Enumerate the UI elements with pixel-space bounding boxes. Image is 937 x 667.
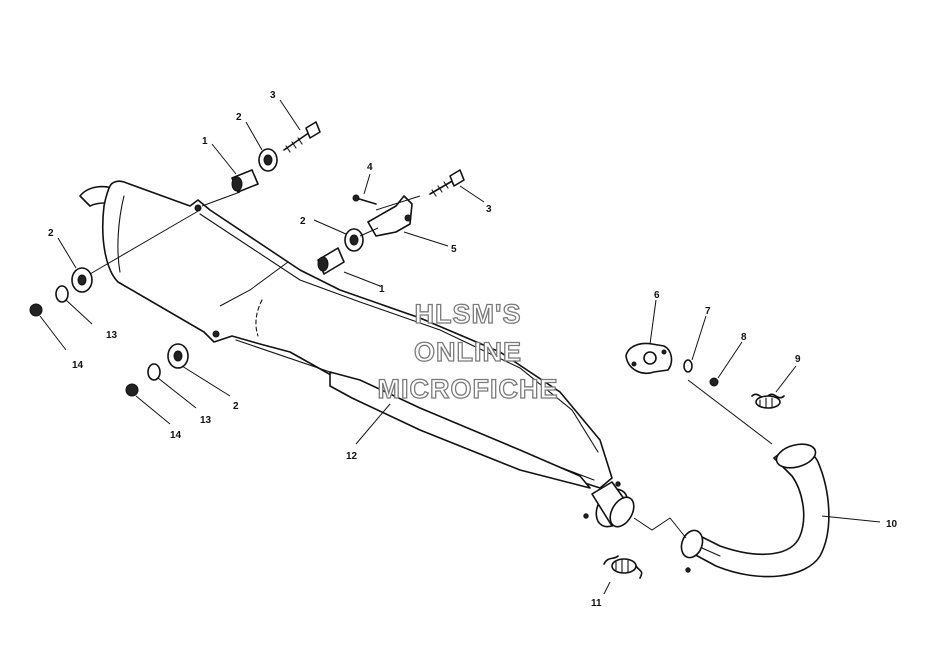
assembly-lines — [89, 191, 773, 539]
washer-7 — [683, 359, 693, 373]
mount-hardware-upper — [231, 121, 321, 193]
leader-lines — [39, 99, 881, 595]
callout-1-upper: 1 — [202, 136, 208, 147]
callout-11: 11 — [591, 598, 602, 609]
callout-13-left: 13 — [106, 330, 118, 341]
watermark-line-2: ONLINE — [414, 337, 522, 367]
callout-3-upper: 3 — [270, 90, 276, 101]
callout-labels: 1 2 3 4 3 2 5 1 2 13 14 2 13 14 12 6 7 8… — [48, 90, 898, 609]
callout-2-upper: 2 — [236, 112, 242, 123]
callout-5: 5 — [451, 244, 457, 255]
exhaust-flange-gasket — [625, 342, 673, 374]
mount-hardware-mid — [317, 169, 465, 275]
callout-2-mid: 2 — [300, 216, 306, 227]
spring-11 — [603, 555, 643, 579]
callout-9: 9 — [795, 354, 801, 365]
callout-12: 12 — [346, 451, 358, 462]
exhaust-elbow-pipe — [680, 443, 830, 578]
callout-6: 6 — [654, 290, 660, 301]
watermark-line-3: MICROFICHE — [378, 374, 559, 404]
mount-hardware-left — [29, 267, 189, 397]
callout-10: 10 — [886, 519, 898, 530]
callout-7: 7 — [705, 306, 711, 317]
callout-13-lower: 13 — [200, 415, 212, 426]
callout-4: 4 — [367, 162, 373, 173]
spring-9 — [751, 393, 785, 409]
callout-14-lower: 14 — [170, 430, 182, 441]
watermark-line-1: HLSM'S — [415, 299, 522, 329]
muffler-assembly — [79, 180, 635, 528]
callout-2-left: 2 — [48, 228, 54, 239]
nut-8 — [709, 377, 719, 387]
callout-2-lower: 2 — [233, 401, 239, 412]
callout-8: 8 — [741, 332, 747, 343]
callout-3-right: 3 — [486, 204, 492, 215]
watermark: HLSM'S ONLINE MICROFICHE — [377, 298, 559, 404]
callout-14-left: 14 — [72, 360, 84, 371]
callout-1-mid: 1 — [379, 284, 385, 295]
